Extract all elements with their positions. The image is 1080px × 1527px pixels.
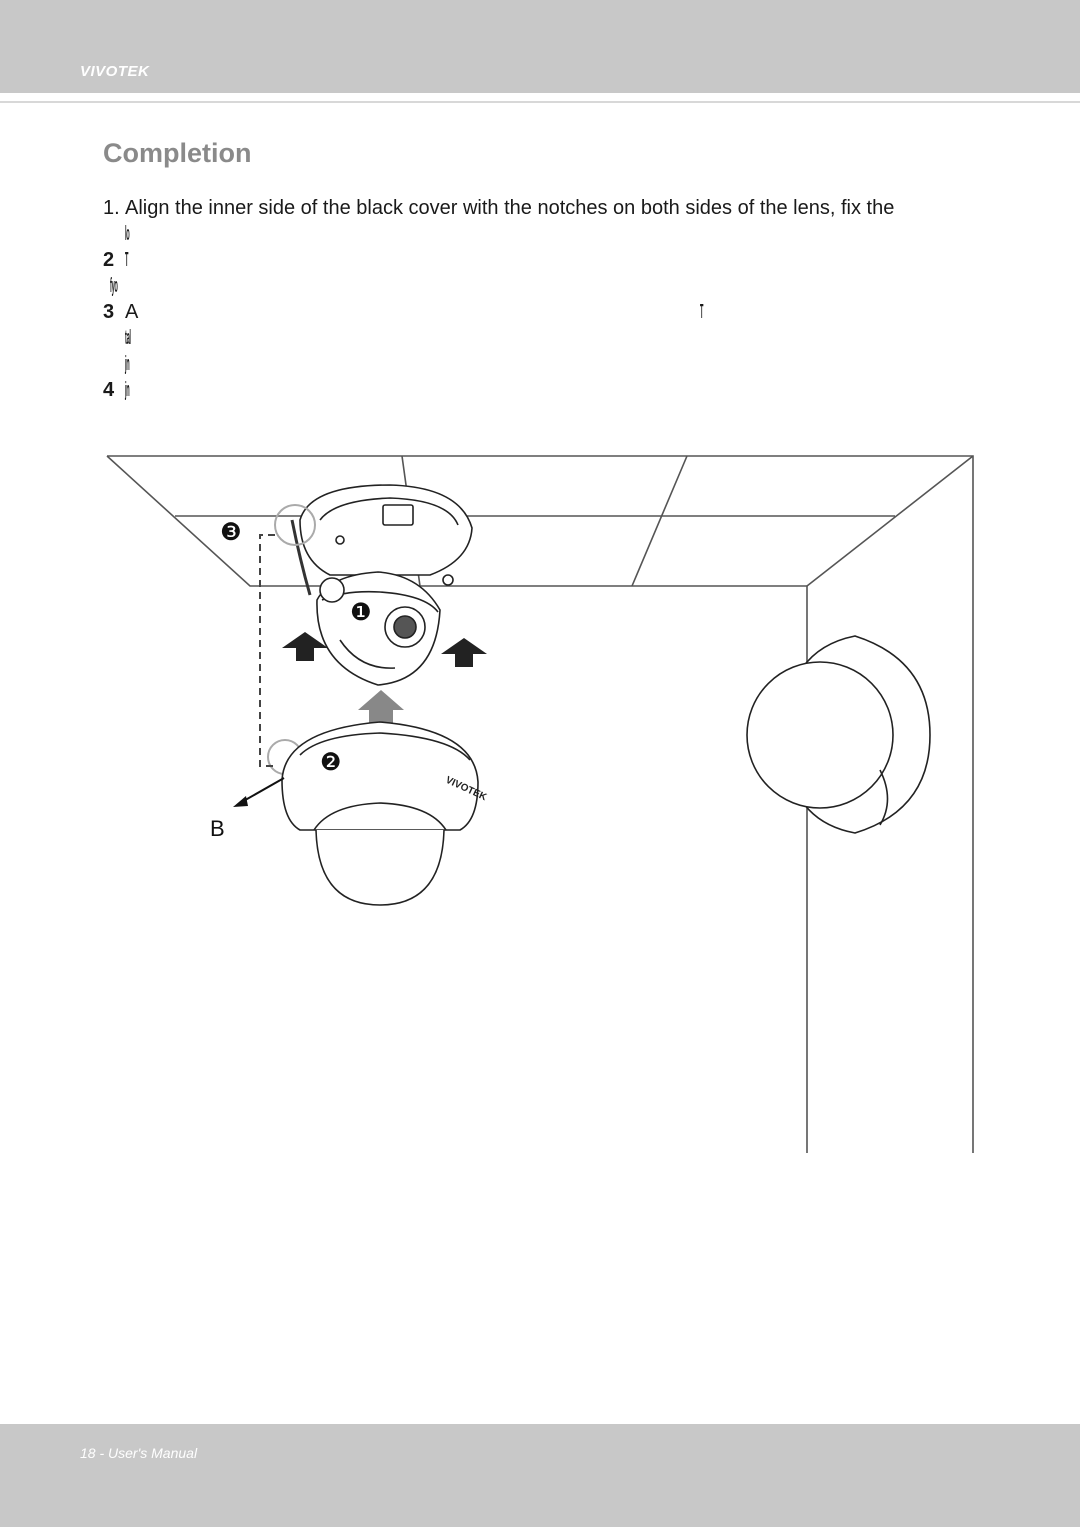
cable <box>290 519 312 596</box>
arrow-right-icon <box>441 638 487 667</box>
callout-1: ❶ <box>350 598 372 626</box>
step-number: 1. <box>103 197 120 219</box>
step-number: 4 <box>103 379 115 401</box>
step-4: 4 jn <box>103 378 141 402</box>
section-title: Completion <box>103 138 252 168</box>
camera-base <box>299 484 473 586</box>
page-header: VIVOTEK <box>0 0 1080 93</box>
pointer-arrowhead-icon <box>233 796 248 807</box>
lens-module <box>316 571 441 686</box>
step-3-continuation: tal <box>125 326 145 350</box>
step-text: jn <box>125 379 130 401</box>
step-2-continuation: fyo <box>110 274 137 298</box>
dashed-guide-line <box>259 534 278 767</box>
installation-diagram: VIVOTEK ❸ ❶ ❷ B <box>106 455 974 1153</box>
step-3-continuation-2: jn <box>125 352 141 376</box>
step-text: fyo <box>110 275 118 297</box>
step-number: 3 <box>103 301 115 323</box>
dome-cover <box>281 721 479 906</box>
page-number: 18 - User's Manual <box>80 1445 198 1461</box>
room-corner-lines <box>106 455 974 1153</box>
pointer-line <box>239 777 285 804</box>
step-text: tal <box>125 327 131 349</box>
brand-logo: VIVOTEK <box>80 63 150 80</box>
mounted-camera <box>746 635 931 834</box>
step-number: 2 <box>103 249 115 271</box>
step-3-fragment: T <box>700 300 711 324</box>
step-1-continuation: lo <box>125 222 141 246</box>
step-1: 1.Align the inner side of the black cove… <box>103 196 894 220</box>
step-text: Align the inner side of the black cover … <box>125 197 895 219</box>
step-text: T <box>125 249 129 271</box>
step-text: lo <box>125 223 130 245</box>
label-b: B <box>210 816 225 841</box>
highlight-circle-top <box>274 504 316 546</box>
arrow-left-icon <box>282 632 328 661</box>
callout-3: ❸ <box>220 518 242 546</box>
header-divider <box>0 101 1080 103</box>
step-text: T <box>700 301 704 323</box>
step-text: A <box>125 301 139 323</box>
step-text: jn <box>125 353 130 375</box>
callout-2: ❷ <box>320 748 342 776</box>
page-footer <box>0 1424 1080 1527</box>
